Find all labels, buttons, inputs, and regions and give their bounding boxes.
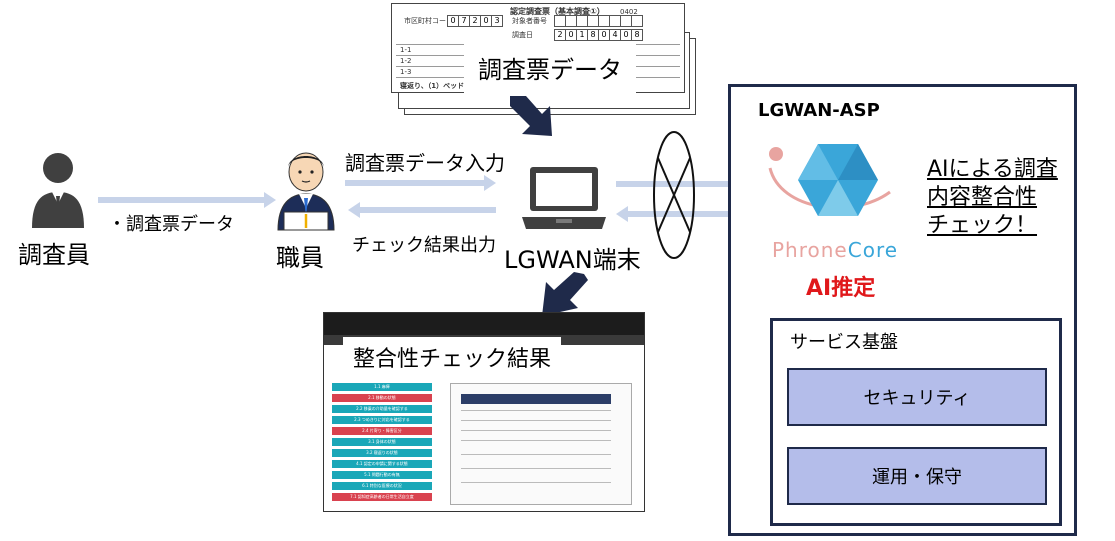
input-label: 調査票データ入力 [345,151,505,175]
result-menu-item[interactable]: 2.3 つめきりに対応を確認する [332,416,432,424]
date-digit: 4 [609,29,621,41]
date-digit: 8 [631,29,643,41]
laptop-icon [522,167,606,229]
form-title: 認定調査票（基本調査①） [510,7,605,16]
asp-title: LGWAN-ASP [758,100,880,121]
arrow-left-icon [348,202,360,218]
insured-number-label: 対象者番号 [512,17,547,25]
date-label: 調査日 [512,31,533,39]
result-menu-item[interactable]: 3.2 寝返りの状態 [332,449,432,457]
form-row-2: 1-2 [400,57,412,65]
arrow-surveyor-to-staff [98,197,266,203]
survey-data-label: 調査票データ [464,42,636,93]
ai-check-line-3: チェック！ [927,213,1038,238]
result-menu-item[interactable]: 2.4 片寄り・障害区分 [332,427,432,435]
arrow-left-icon [616,206,628,222]
result-menu-item[interactable]: 3.1 身体の状態 [332,438,432,446]
form-row-1: 1-1 [400,46,412,54]
arrow-down-icon [510,96,552,136]
terminal-label: LGWAN端末 [504,246,641,274]
staff-label: 職員 [276,244,324,272]
service-operations: 運用・保守 [787,447,1047,505]
result-menu-item[interactable]: 5.1 問題行動の有無 [332,471,432,479]
surveyor-person-icon [32,153,84,228]
service-security: セキュリティ [787,368,1047,426]
municipality-code-digit: 3 [491,15,503,27]
service-base-label: サービス基盤 [790,332,898,353]
phronecore-logo-icon [768,144,891,216]
result-menu-item[interactable]: 1.1 麻痺 [332,383,432,391]
date-digit: 8 [587,29,599,41]
arrow-right-icon [264,192,276,208]
output-label: チェック結果出力 [352,235,496,256]
ai-check-line-2: 内容整合性 [927,185,1038,210]
result-label: 整合性チェック結果 [343,337,562,377]
arrow-asp-to-terminal [626,211,750,217]
arrow-terminal-to-asp [616,181,738,187]
municipality-code-label: 市区町村コード [404,17,453,25]
survey-data-bullet-label: ・調査票データ [108,214,234,235]
date-digit: 0 [620,29,632,41]
form-code: 0402 [620,8,638,16]
network-gateway-icon [653,131,695,259]
arrow-staff-to-terminal [345,180,485,186]
phronecore-brand: PhroneCore [772,238,899,262]
result-menu-item[interactable]: 2.2 移乗の介助量を確認する [332,405,432,413]
form-row-3: 1-3 [400,68,412,76]
staff-person-icon [277,152,335,231]
ai-estimate-label: AI推定 [806,276,876,301]
arrow-right-icon [484,175,496,191]
result-menu-item[interactable]: 7.1 認知症高齢者の日常生活自立度 [332,493,432,501]
result-content-panel [450,383,632,505]
surveyor-label: 調査員 [18,241,90,269]
result-menu-item[interactable]: 2.1 移動の状態 [332,394,432,402]
result-menu-item[interactable]: 4.1 認定の申請に関する状態 [332,460,432,468]
ai-check-line-1: AIによる調査 [927,157,1058,182]
arrow-down-icon [542,272,588,316]
arrow-terminal-to-staff [358,207,496,213]
result-menu-item[interactable]: 6.1 特別な医療の状況 [332,482,432,490]
